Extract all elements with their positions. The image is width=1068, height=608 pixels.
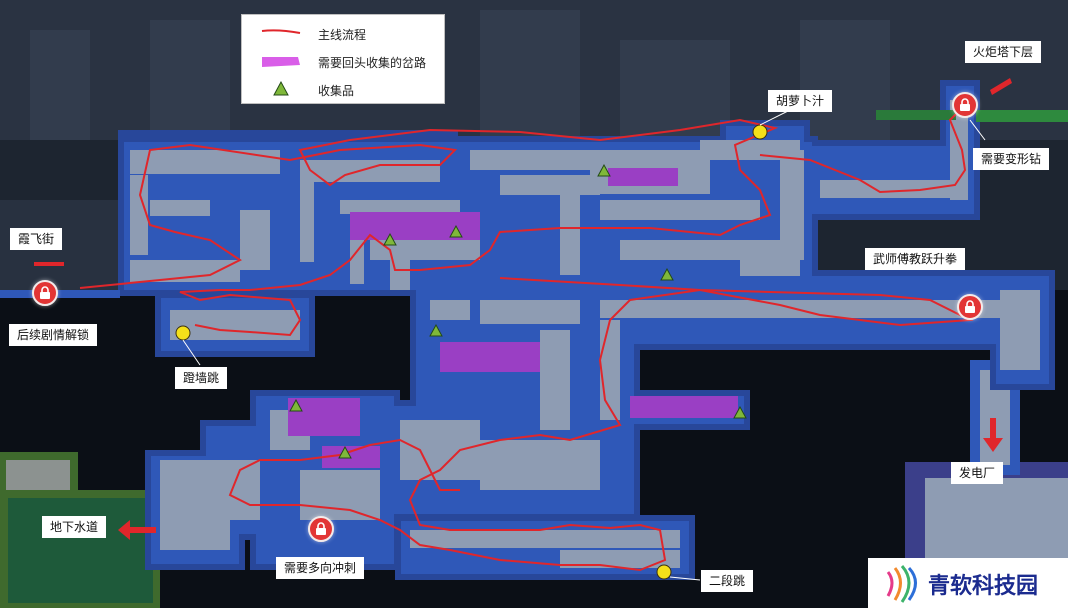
label-sewer: 地下水道 bbox=[42, 516, 107, 538]
exit-corridors bbox=[0, 110, 1068, 298]
collectible-triangle bbox=[449, 224, 463, 238]
legend-label: 需要回头收集的岔路 bbox=[318, 56, 427, 70]
collectibles bbox=[289, 163, 747, 459]
label-martial-master: 武师傅教跃升拳 bbox=[865, 248, 966, 270]
callout-lines bbox=[182, 109, 986, 581]
collectible-triangle bbox=[338, 445, 352, 459]
explored-corridors bbox=[130, 100, 1040, 568]
lock-icon bbox=[952, 92, 978, 118]
legend-label: 主线流程 bbox=[318, 28, 367, 42]
collectible-triangle bbox=[733, 405, 747, 419]
exit-arrows bbox=[34, 78, 1012, 540]
label-xiafeijie: 霞飞街 bbox=[10, 228, 63, 250]
ability-markers bbox=[175, 124, 768, 580]
label-multi-dash: 需要多向冲刺 bbox=[276, 557, 365, 579]
magenta-stroke-icon bbox=[262, 57, 300, 67]
legend-label: 收集品 bbox=[318, 84, 355, 98]
collectible-triangle bbox=[597, 163, 611, 177]
main-route-ne bbox=[759, 109, 967, 194]
double-jump-marker bbox=[656, 564, 672, 580]
map-legend: 主线流程 需要回头收集的岔路 收集品 bbox=[241, 14, 445, 104]
lock-icon bbox=[32, 280, 58, 306]
carrot-juice-marker bbox=[752, 124, 768, 140]
green-triangle-icon bbox=[273, 80, 289, 96]
collectible-triangle bbox=[289, 398, 303, 412]
collectible-triangle bbox=[383, 232, 397, 246]
label-carrot-juice: 胡萝卜汁 bbox=[768, 90, 833, 112]
watermark-text: 青软科技园 bbox=[928, 574, 1039, 599]
backtrack-branches bbox=[288, 168, 738, 468]
lock-icon bbox=[957, 294, 983, 320]
label-morph-drill: 需要变形钻 bbox=[973, 148, 1050, 170]
collectible-triangle bbox=[429, 323, 443, 337]
wall-jump-marker bbox=[175, 325, 191, 341]
watermark: 青软科技园 bbox=[868, 558, 1068, 608]
label-double-jump: 二段跳 bbox=[701, 570, 754, 592]
label-power-plant: 发电厂 bbox=[951, 462, 1004, 484]
legend-row-main-route: 主线流程 bbox=[242, 23, 444, 47]
red-line-icon bbox=[261, 29, 301, 34]
watermark-logo-icon bbox=[886, 565, 917, 603]
legend-row-branch: 需要回头收集的岔路 bbox=[242, 51, 444, 75]
label-torch-tower: 火炬塔下层 bbox=[965, 41, 1042, 63]
background-city bbox=[0, 0, 1068, 290]
collectible-triangle bbox=[660, 267, 674, 281]
legend-row-collectible: 收集品 bbox=[242, 79, 444, 103]
label-locked-story: 后续剧情解锁 bbox=[9, 324, 98, 346]
main-route bbox=[79, 118, 974, 572]
lock-icon bbox=[308, 516, 334, 542]
label-wall-jump: 蹬墙跳 bbox=[175, 367, 228, 389]
